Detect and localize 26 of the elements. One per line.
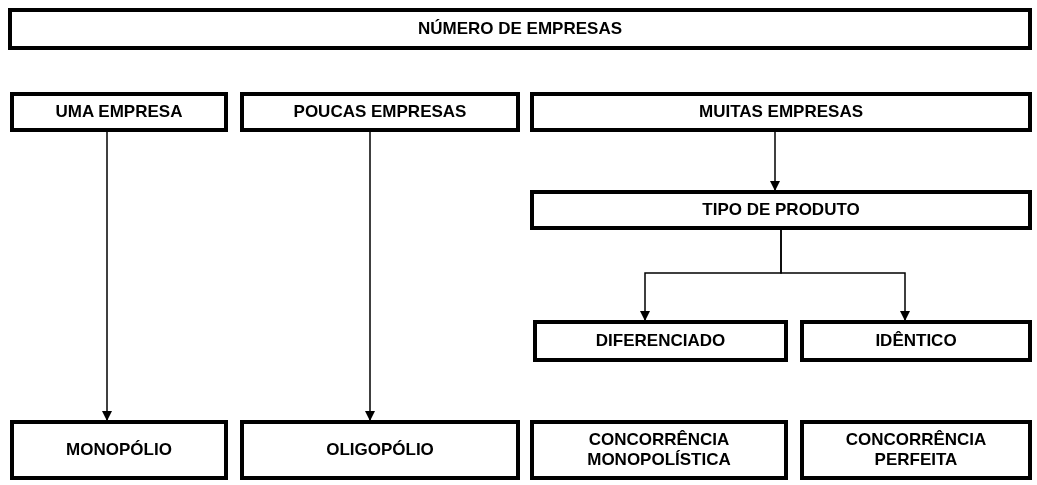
process-box: [530, 92, 1032, 132]
box-label: DIFERENCIADO: [595, 330, 726, 352]
arrow: [780, 229, 910, 321]
arrow: [365, 131, 375, 421]
process-box: [240, 92, 520, 132]
box-label: NÚMERO DE EMPRESAS: [418, 18, 622, 40]
process-box: [8, 8, 1032, 50]
box-label: POUCAS EMPRESAS: [293, 101, 467, 123]
process-box: [240, 420, 520, 480]
box-label: CONCORRÊNCIA MONOPOLÍSTICA: [586, 429, 732, 471]
process-box: [530, 420, 788, 480]
process-box: [530, 190, 1032, 230]
arrow: [102, 131, 112, 421]
arrow: [770, 131, 780, 191]
box-label: OLIGOPÓLIO: [326, 439, 434, 461]
box-label: MONOPÓLIO: [66, 439, 172, 461]
process-box: [800, 320, 1032, 362]
box-label: IDÊNTICO: [875, 330, 957, 352]
process-box: [10, 92, 228, 132]
process-box: [533, 320, 788, 362]
box-label: TIPO DE PRODUTO: [702, 199, 860, 221]
process-box: [10, 420, 228, 480]
process-box: [800, 420, 1032, 480]
box-label: CONCORRÊNCIA PERFEITA: [844, 429, 988, 471]
box-label: MUITAS EMPRESAS: [698, 101, 863, 123]
box-label: UMA EMPRESA: [55, 101, 183, 123]
